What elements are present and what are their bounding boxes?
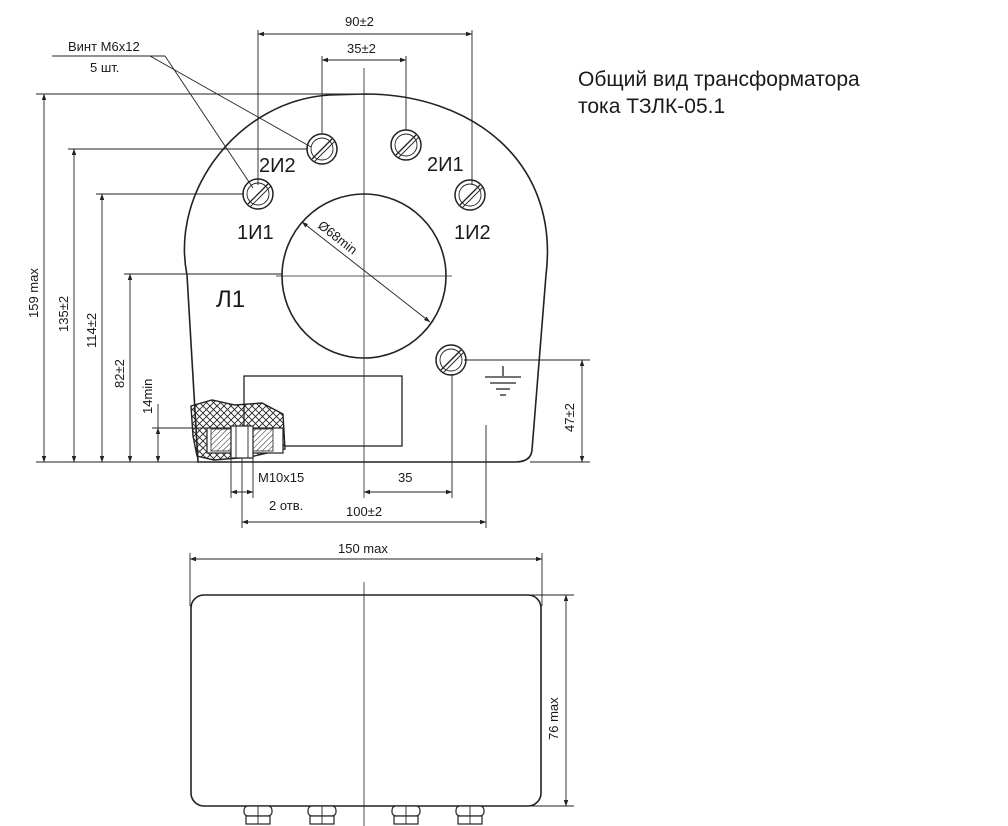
primary-terminal-label: Л1 — [216, 286, 245, 313]
bottom-dimensions: М10х15 35 2 отв. 100±2 — [230, 374, 487, 528]
bore-diameter-line — [301, 221, 431, 323]
dim-depth-max: 76 max — [546, 697, 561, 740]
thread-hole — [230, 425, 254, 459]
dim-height-114: 114±2 — [84, 313, 99, 348]
dim-ground-height: 47±2 — [562, 403, 577, 432]
dim-height-14min: 14min — [140, 379, 155, 414]
dim-height-82: 82±2 — [112, 359, 127, 388]
terminal-label-1i2: 1И2 — [454, 222, 491, 244]
dim-width-max: 150 max — [338, 541, 388, 556]
title-line-1: Общий вид трансформатора — [578, 68, 860, 91]
side-terminal-3 — [391, 805, 421, 825]
dim-holes: 2 отв. — [269, 498, 303, 513]
terminal-screw-2i1 — [390, 129, 422, 161]
terminal-screw-1i2 — [454, 179, 486, 211]
terminal-screw-2i2 — [306, 133, 338, 165]
screw-callout: Винт М6х12 5 шт. — [52, 39, 312, 189]
right-dimensions: 47±2 — [464, 359, 590, 463]
title-line-2: тока ТЗЛК-05.1 — [578, 95, 725, 118]
callout-screw-qty: 5 шт. — [90, 60, 119, 75]
side-terminal-1 — [243, 805, 273, 825]
dim-thread: М10х15 — [258, 470, 304, 485]
top-dimensions: 90±2 35±2 — [257, 14, 473, 185]
dim-base-span: 100±2 — [346, 504, 382, 519]
side-terminal-2 — [307, 805, 337, 825]
insert-hatch-right — [252, 428, 274, 452]
dim-offset-35: 35 — [398, 470, 412, 485]
terminal-label-1i1: 1И1 — [237, 222, 274, 244]
side-view: 150 max 76 max — [189, 541, 574, 826]
callout-screw-spec: Винт М6х12 — [68, 39, 140, 54]
terminal-label-2i2: 2И2 — [259, 155, 296, 177]
terminal-label-2i1: 2И1 — [427, 154, 464, 176]
side-view-body — [190, 594, 542, 807]
dim-width-top: 90±2 — [345, 14, 374, 29]
left-dimensions: 159 max 135±2 114±2 82±2 14min — [26, 93, 366, 463]
dim-height-135: 135±2 — [56, 296, 71, 332]
ground-screw — [435, 344, 467, 376]
dim-height-total: 159 max — [26, 268, 41, 318]
front-view: Ø68min — [183, 68, 549, 498]
insert-hatch-left — [210, 428, 232, 452]
dim-terminal-pitch: 35±2 — [347, 41, 376, 56]
side-terminal-4 — [455, 805, 485, 825]
ground-symbol-icon — [485, 366, 521, 396]
